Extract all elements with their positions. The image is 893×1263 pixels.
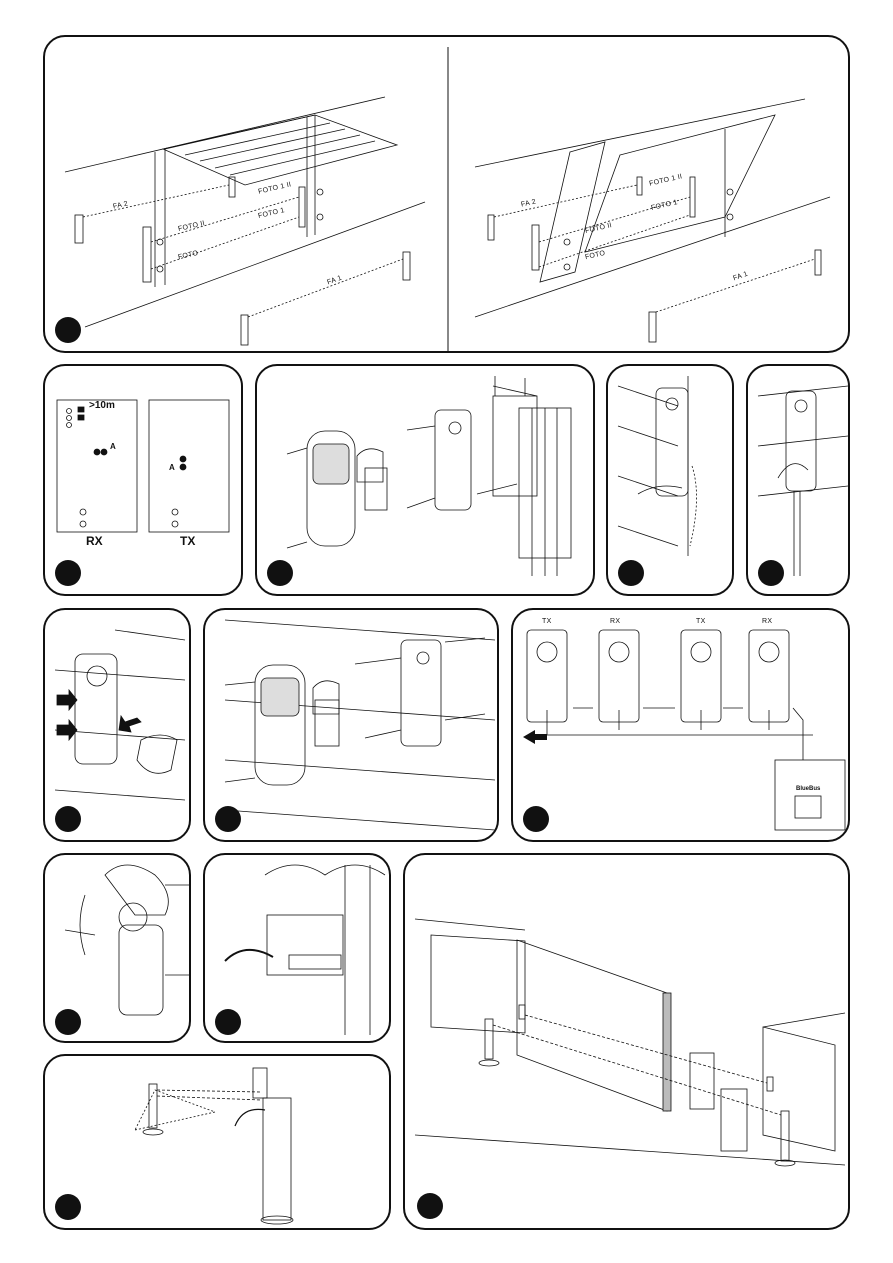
- step-marker: [618, 560, 644, 586]
- wall-mount-drawing: [617, 376, 697, 556]
- wall-fixing-drawing: [224, 619, 496, 831]
- jumper-a-rx: A: [110, 442, 116, 451]
- bluebus-label: BlueBus: [796, 786, 821, 792]
- step-marker: [215, 1009, 241, 1035]
- exploded-drawing: [286, 376, 572, 576]
- step-marker: [55, 806, 81, 832]
- figure-wall-fixing: [203, 608, 499, 842]
- tx-label: TX: [180, 534, 196, 548]
- figure-alignment-test: [43, 1054, 391, 1230]
- overview-drawing: [64, 47, 831, 351]
- step-marker: [417, 1193, 443, 1219]
- cable-bent-drawing: [757, 385, 848, 576]
- wiring-drawing: [523, 629, 846, 831]
- distance-label: >10m: [89, 400, 115, 411]
- figure-wiring-bluebus: TX RX TX RX BlueBus: [511, 608, 850, 842]
- step-marker: [55, 1009, 81, 1035]
- open-cover-drawing: [54, 629, 186, 801]
- step-marker: [55, 317, 81, 343]
- figure-gate-layout: [403, 853, 850, 1230]
- figure-rx-tx-jumpers: >10m A A RX TX: [43, 364, 243, 596]
- figure-wall-mount-cable: [606, 364, 734, 596]
- step-marker: [758, 560, 784, 586]
- alignment-test-drawing: [134, 1067, 294, 1225]
- figure-installation-overview: FA 2 FOTO 1 II FOTO 1 FOTO II FOTO FA 1 …: [43, 35, 850, 353]
- rx-label: RX: [86, 534, 103, 548]
- step-marker: [55, 560, 81, 586]
- gate-layout-drawing: [414, 918, 846, 1167]
- wiring-label-rx-2: RX: [762, 618, 773, 625]
- step-marker: [215, 806, 241, 832]
- wiring-label-tx-2: TX: [696, 618, 706, 625]
- close-cover-drawing: [224, 864, 386, 1035]
- jumper-a-tx: A: [169, 463, 175, 472]
- figure-lens-adjust: [43, 853, 191, 1043]
- step-marker: [523, 806, 549, 832]
- rx-tx-boards: [56, 399, 230, 533]
- wiring-label-tx-1: TX: [542, 618, 552, 625]
- lens-adjust-drawing: [64, 864, 189, 1016]
- step-marker: [55, 1194, 81, 1220]
- figure-close-cover: [203, 853, 391, 1043]
- figure-open-cover: [43, 608, 191, 842]
- figure-exploded-assembly: [255, 364, 595, 596]
- figure-wall-mount-cable-bent: [746, 364, 850, 596]
- step-marker: [267, 560, 293, 586]
- wiring-label-rx-1: RX: [610, 618, 621, 625]
